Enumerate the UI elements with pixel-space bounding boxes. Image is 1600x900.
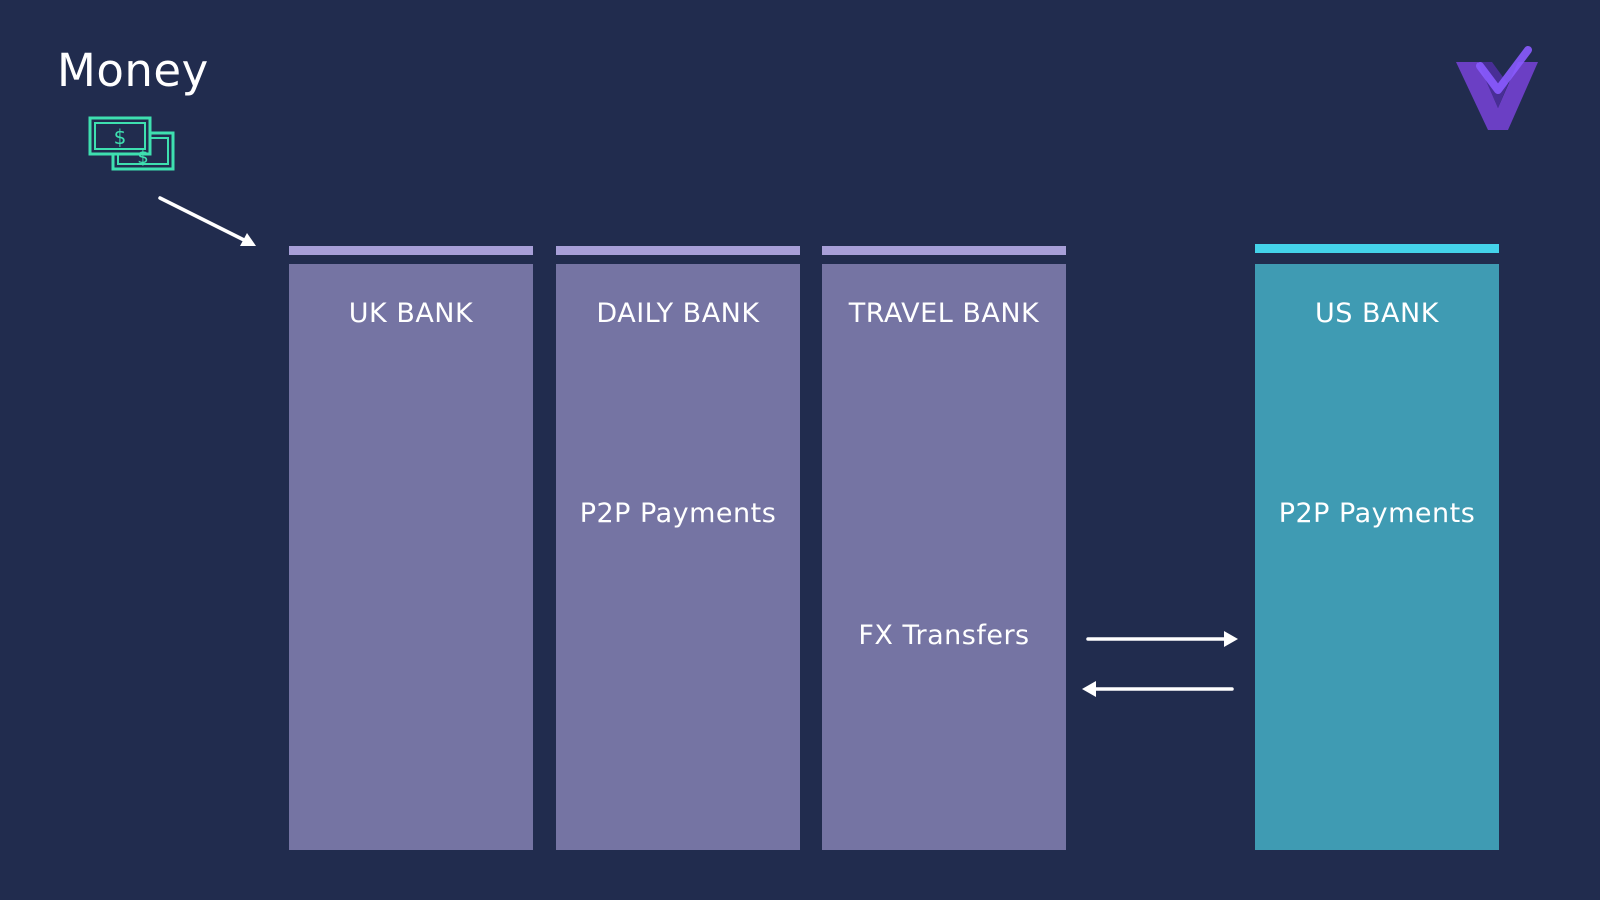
daily-bank-feature: P2P Payments: [579, 498, 777, 529]
cash-icon: $ $: [88, 116, 175, 171]
us-bank-top-bar: [1255, 244, 1499, 253]
arrow-right-icon: [1086, 631, 1238, 647]
daily-bank-top-bar: [556, 246, 800, 255]
uk-bank-column: UK BANK: [289, 264, 533, 850]
dollar-sign: $: [137, 147, 148, 168]
us-bank-column: US BANK P2P Payments: [1255, 264, 1499, 850]
money-title: Money: [57, 44, 209, 97]
uk-bank-top-bar: [289, 246, 533, 255]
travel-bank-column: TRAVEL BANK FX Transfers: [822, 264, 1066, 850]
brand-logo-icon: [1456, 46, 1538, 130]
us-bank-label: US BANK: [1315, 298, 1439, 329]
daily-bank-column: DAILY BANK P2P Payments: [556, 264, 800, 850]
us-bank-feature: P2P Payments: [1278, 498, 1476, 529]
arrow-left-icon: [1082, 681, 1234, 697]
uk-bank-label: UK BANK: [348, 298, 474, 329]
travel-bank-feature: FX Transfers: [858, 620, 1030, 651]
arrow-right-down-icon: [158, 196, 256, 246]
travel-bank-top-bar: [822, 246, 1066, 255]
travel-bank-label: TRAVEL BANK: [848, 298, 1040, 329]
daily-bank-label: DAILY BANK: [596, 298, 760, 329]
dollar-sign: $: [114, 125, 127, 149]
